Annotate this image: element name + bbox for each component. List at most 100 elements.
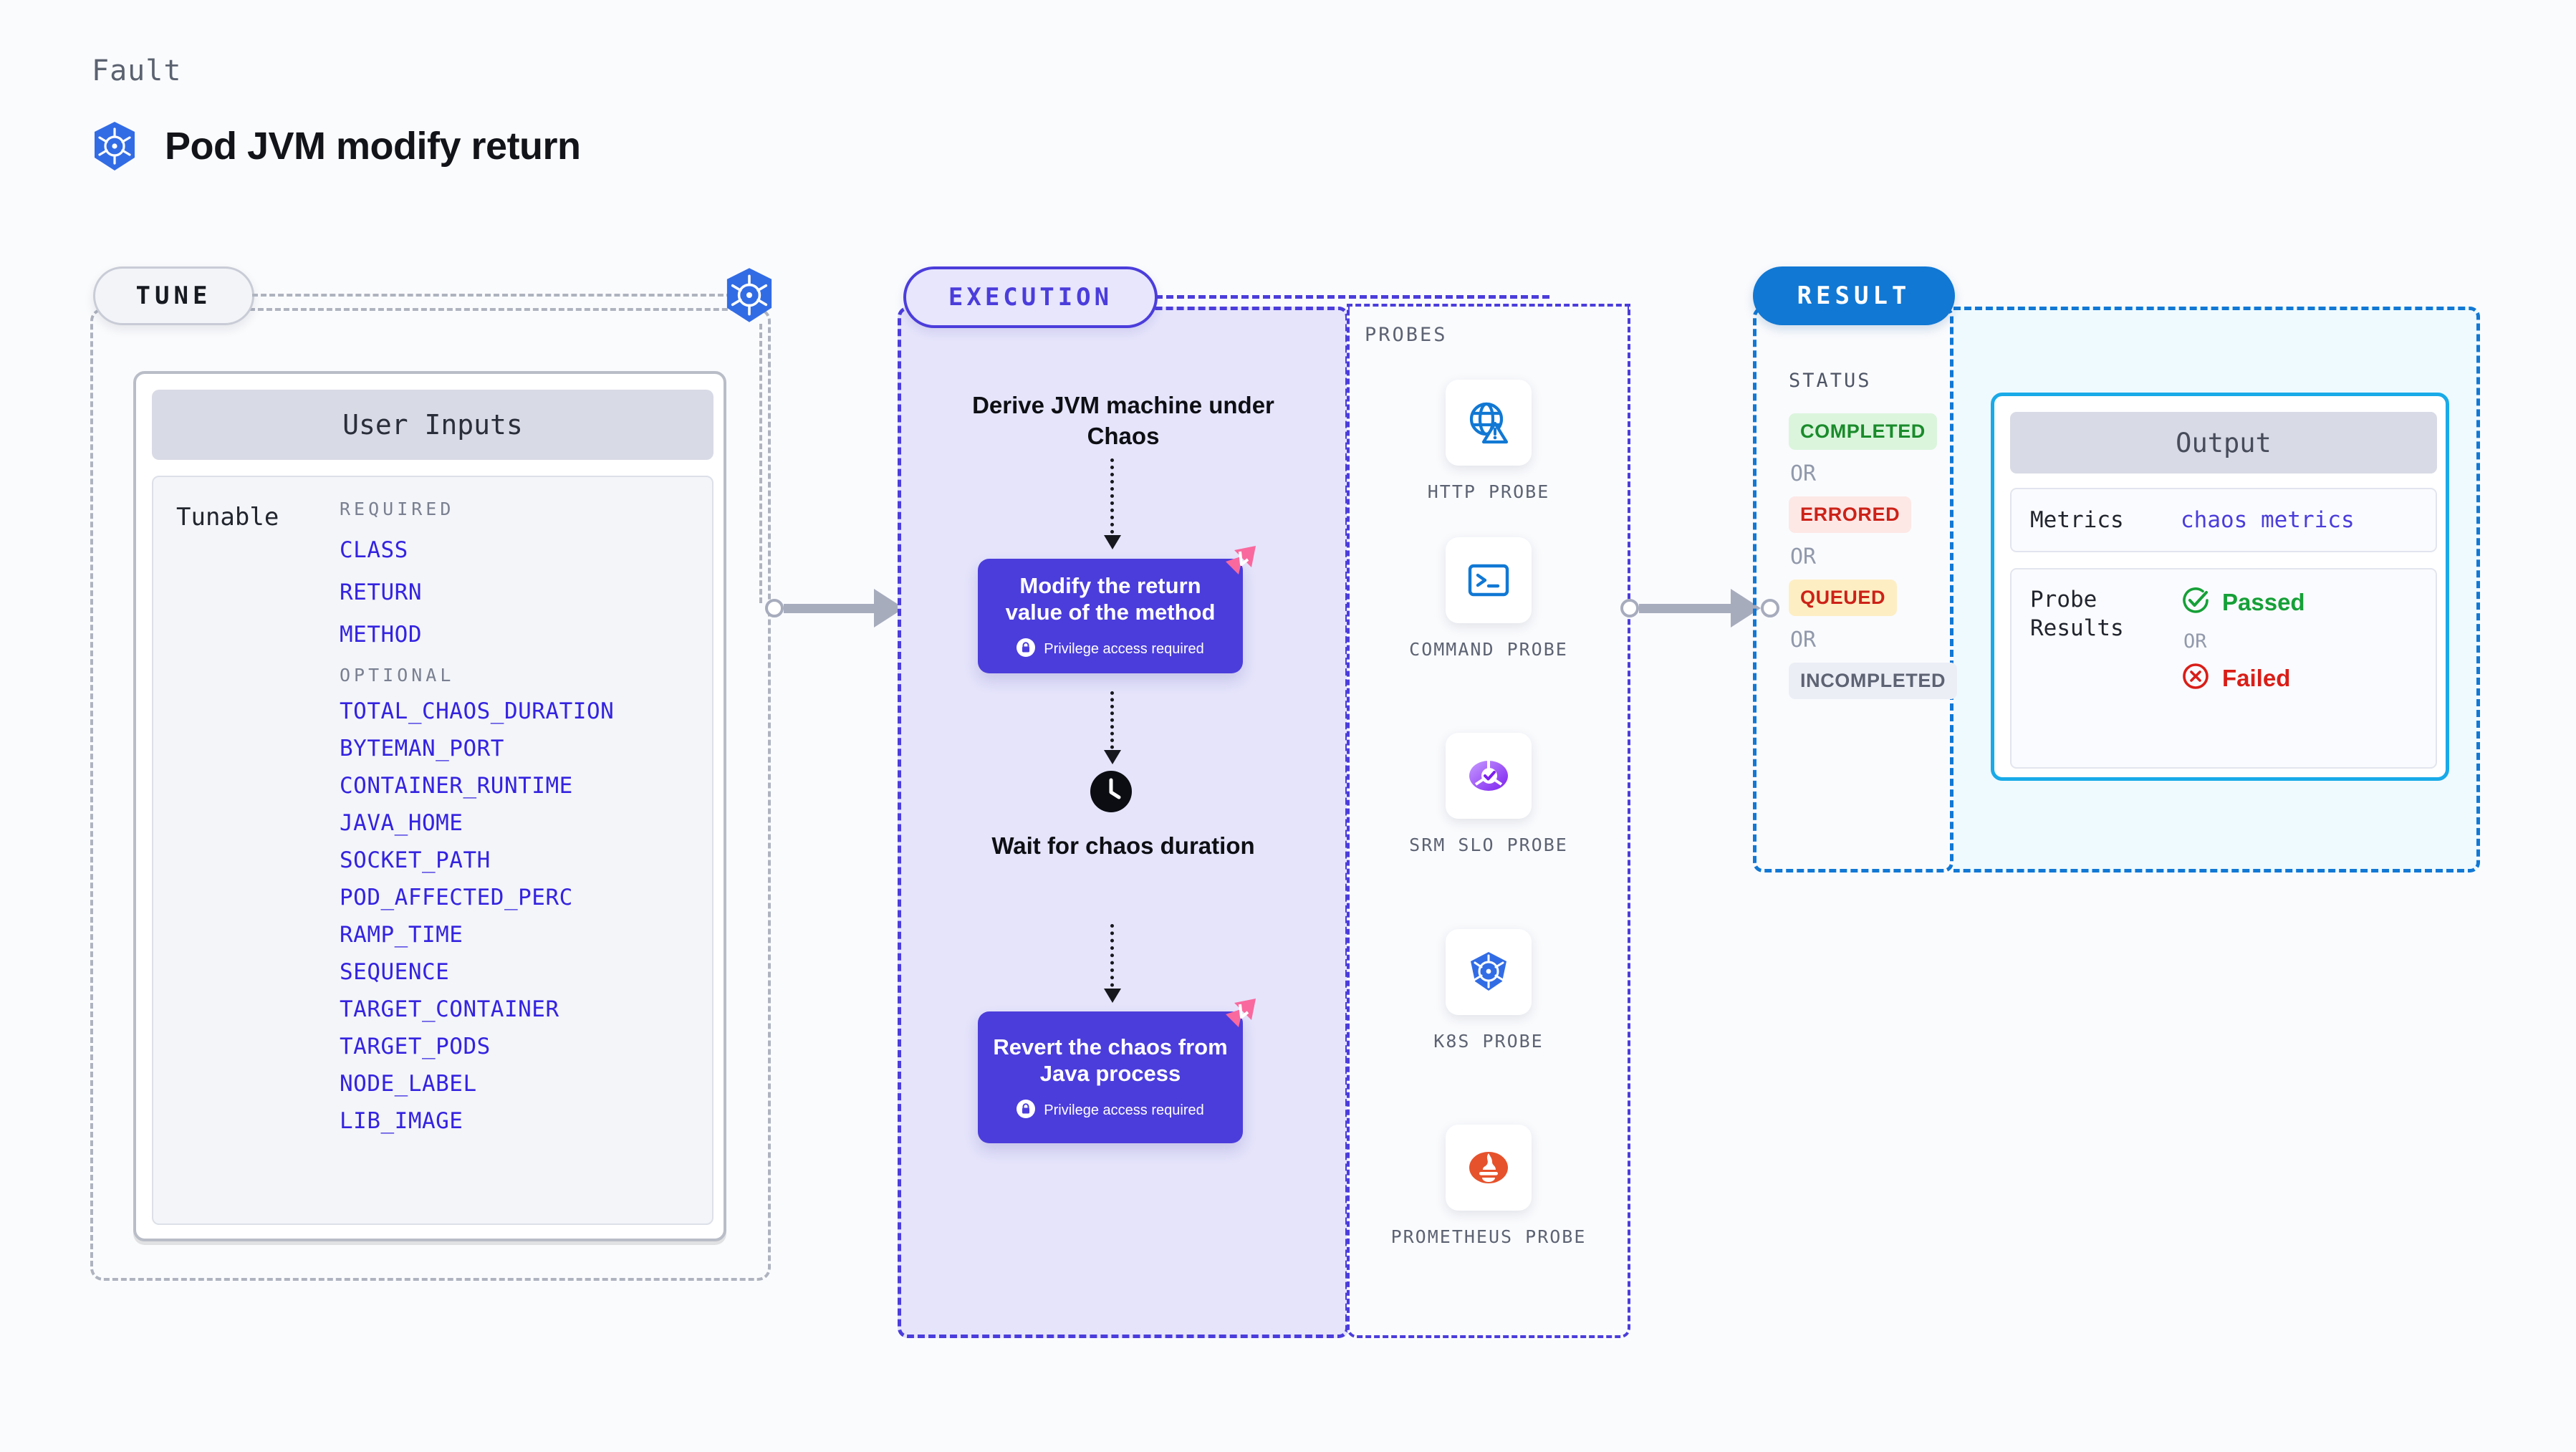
status-badge: QUEUED [1789,580,1898,616]
required-section-label: REQUIRED [340,499,455,519]
result-pill-label: RESULT [1753,266,1955,325]
output-metrics-row: Metrics chaos metrics [2010,488,2437,552]
tune-connector-vertical [759,324,762,603]
param-item[interactable]: POD_AFFECTED_PERC [340,885,573,910]
clock-icon [1090,771,1132,816]
param-item[interactable]: BYTEMAN_PORT [340,736,504,761]
tune-panel [90,308,771,1281]
execution-step-box[interactable]: Modify the return value of the method Pr… [978,546,1256,673]
param-item[interactable]: LIB_IMAGE [340,1108,463,1134]
flow-arrow-down [1104,691,1121,764]
param-item[interactable]: TARGET_PODS [340,1034,491,1059]
terminal-icon [1446,537,1532,623]
probe-result-failed: Failed [2181,661,2305,695]
kubernetes-icon [724,266,775,327]
fault-kicker: Fault [92,54,182,87]
param-item[interactable]: JAVA_HOME [340,810,463,836]
probe-result-passed: Passed [2181,585,2305,619]
globe-warning-icon [1446,380,1532,466]
litmus-icon [1219,993,1263,1041]
connector-dot [765,599,784,617]
param-item[interactable]: TOTAL_CHAOS_DURATION [340,698,615,724]
page-header: Pod JVM modify return [92,120,581,172]
flow-arrow-down [1104,924,1121,1003]
connector-dot [1620,599,1639,617]
status-or-label: OR [1790,461,1817,486]
privilege-note: Privilege access required [1017,1100,1204,1122]
status-badge: INCOMPLETED [1789,663,1958,699]
probe-label: COMMAND PROBE [1409,639,1568,660]
status-section-label: STATUS [1789,370,1872,392]
probe-label: PROMETHEUS PROBE [1390,1226,1587,1247]
probe-item-srm-slo[interactable]: SRM SLO PROBE [1384,733,1593,857]
required-params-list: CLASS RETURN METHOD [340,539,698,646]
execution-step-label: Wait for chaos duration [991,832,1255,859]
x-circle-icon [2181,661,2211,695]
connector-dot [1761,599,1779,617]
param-item[interactable]: SOCKET_PATH [340,847,491,873]
connector-bar [784,603,875,613]
probe-results-key: Probe Results [2030,587,2124,642]
probe-label: HTTP PROBE [1427,481,1550,502]
probe-passed-label: Passed [2222,588,2305,615]
probe-item-command[interactable]: COMMAND PROBE [1384,537,1593,662]
param-item[interactable]: SEQUENCE [340,959,450,985]
metrics-key: Metrics [2030,506,2124,533]
metrics-link[interactable]: chaos metrics [2181,507,2355,533]
privilege-note-text: Privilege access required [1044,641,1204,658]
kubernetes-icon [1446,929,1532,1015]
prometheus-icon [1446,1125,1532,1211]
page-title: Pod JVM modify return [165,125,581,168]
param-item[interactable]: RAMP_TIME [340,922,463,948]
execution-box-title: Revert the chaos from Java process [993,1034,1228,1086]
probe-item-k8s[interactable]: K8S PROBE [1384,929,1593,1054]
execution-connector-horizontal [1155,295,1549,299]
execution-step-box[interactable]: Revert the chaos from Java process Privi… [978,999,1256,1143]
param-item[interactable]: METHOD [340,622,422,648]
probe-label: K8S PROBE [1433,1031,1544,1052]
user-inputs-card: User Inputs Tunable REQUIRED CLASS RETUR… [133,371,726,1241]
probe-or-label: OR [2183,630,2207,653]
optional-section-label: OPTIONAL [340,665,455,686]
privilege-note: Privilege access required [1017,638,1204,660]
execution-panel [898,307,1349,1338]
probe-results-values: Passed OR Failed [2181,585,2305,695]
param-item[interactable]: TARGET_CONTAINER [340,996,559,1022]
privilege-note-text: Privilege access required [1044,1102,1204,1119]
status-badge-list: COMPLETED OR ERRORED OR QUEUED OR INCOMP… [1789,413,1958,699]
status-badge: COMPLETED [1789,413,1937,450]
optional-params-list: TOTAL_CHAOS_DURATION BYTEMAN_PORT CONTAI… [340,701,698,1133]
litmus-icon [1219,540,1263,588]
tune-pill-label: TUNE [93,266,254,325]
srm-slo-icon [1446,733,1532,819]
output-card: Output Metrics chaos metrics Probe Resul… [1991,393,2449,781]
kubernetes-icon [92,120,138,172]
tune-connector-horizontal [252,294,732,297]
tunable-label: Tunable [176,503,279,532]
execution-step-label: Derive JVM machine under Chaos [972,392,1274,449]
flow-arrow-down [1104,458,1121,549]
check-circle-icon [2181,585,2211,619]
parameter-column: REQUIRED CLASS RETURN METHOD OPTIONAL TO… [340,499,698,1133]
probe-failed-label: Failed [2222,664,2291,691]
execution-box-title: Modify the return value of the method [1005,572,1216,625]
user-inputs-title: User Inputs [152,390,713,460]
param-item[interactable]: RETURN [340,580,422,605]
output-probe-results-row: Probe Results Passed OR [2010,568,2437,769]
lock-icon [1017,1100,1036,1122]
status-badge: ERRORED [1789,496,1912,533]
param-item[interactable]: CLASS [340,537,408,563]
param-item[interactable]: CONTAINER_RUNTIME [340,773,573,799]
execution-pill-label: EXECUTION [903,266,1158,328]
user-inputs-body: Tunable REQUIRED CLASS RETURN METHOD OPT… [152,476,713,1225]
connector-bar [1639,603,1732,613]
probe-item-http[interactable]: HTTP PROBE [1384,380,1593,504]
probe-label: SRM SLO PROBE [1409,835,1568,855]
param-item[interactable]: NODE_LABEL [340,1071,477,1097]
lock-icon [1017,638,1036,660]
probe-item-prometheus[interactable]: PROMETHEUS PROBE [1384,1125,1593,1249]
output-card-title: Output [2010,412,2437,473]
status-or-label: OR [1790,628,1817,653]
status-or-label: OR [1790,544,1817,569]
